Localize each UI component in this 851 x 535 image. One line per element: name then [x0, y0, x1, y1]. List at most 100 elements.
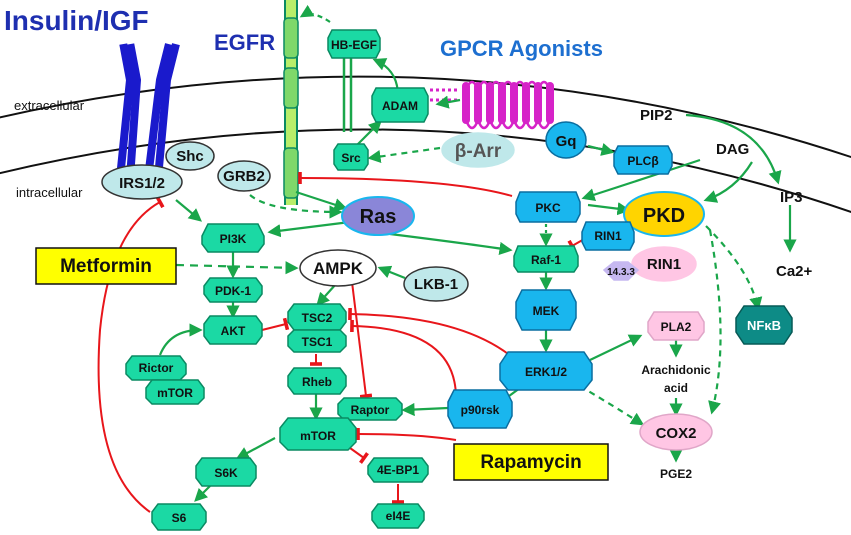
egfr-receptor	[283, 0, 299, 205]
node-ampk: AMPK	[299, 249, 377, 287]
svg-text:RIN1: RIN1	[594, 229, 622, 243]
node-mtor: mTOR	[279, 417, 357, 451]
node-lkb1: LKB-1	[403, 266, 469, 302]
svg-text:Rheb: Rheb	[302, 375, 332, 389]
inhibit-akt-tsc2	[261, 317, 290, 331]
edge-grb2-ras	[249, 194, 343, 219]
svg-text:Rapamycin: Rapamycin	[480, 452, 581, 473]
svg-text:GRB2: GRB2	[223, 168, 265, 185]
edge-gpcr-adam	[435, 95, 461, 109]
edge-irs-pi3k	[175, 199, 203, 222]
intracellular-label: intracellular	[16, 185, 83, 200]
svg-text:Metformin: Metformin	[60, 256, 152, 277]
svg-text:mTOR: mTOR	[157, 386, 193, 400]
svg-text:Shc: Shc	[176, 148, 204, 165]
node-p90rsk: p90rsk	[447, 389, 513, 429]
node-s6k: S6K	[195, 457, 257, 487]
edge-pkd-cox2	[708, 229, 722, 415]
edge-mtor-s6k	[235, 437, 276, 460]
svg-text:AMPK: AMPK	[313, 259, 364, 278]
edge-rictor-akt	[158, 323, 203, 356]
edge-ampk-tsc2	[316, 283, 337, 306]
edge-p90-raptor	[401, 402, 449, 417]
insulin-receptor	[115, 43, 180, 183]
label-dag: DAG	[716, 141, 749, 158]
node-pkc: PKC	[515, 191, 581, 223]
node-rin1-a: RIN1	[581, 221, 635, 251]
node-mek: MEK	[515, 289, 577, 331]
node-eif4e: eI4E	[371, 503, 425, 529]
svg-text:p90rsk: p90rsk	[461, 403, 500, 417]
edge-erk-cox2	[579, 385, 645, 426]
node-akt: AKT	[203, 315, 263, 345]
insulin-title: Insulin/IGF	[4, 5, 149, 36]
svg-text:PDK-1: PDK-1	[215, 284, 251, 298]
node-erk: ERK1/2	[499, 351, 593, 391]
svg-text:AKT: AKT	[221, 324, 246, 338]
svg-text:COX2: COX2	[656, 425, 697, 442]
svg-text:S6K: S6K	[214, 466, 238, 480]
edge-erk-pla2	[589, 334, 643, 361]
node-rin1-b: RIN1	[631, 246, 697, 282]
node-4ebp1: 4E-BP1	[367, 457, 429, 483]
svg-text:LKB-1: LKB-1	[414, 276, 458, 293]
node-plcb: PLCβ	[613, 145, 673, 175]
gpcr-receptor	[430, 80, 554, 130]
node-s6: S6	[151, 503, 207, 531]
svg-text:PKD: PKD	[643, 205, 685, 227]
svg-text:4E-BP1: 4E-BP1	[377, 463, 419, 477]
node-cox2: COX2	[639, 413, 713, 451]
inhibit-s6-irs	[97, 195, 165, 513]
label-ip3: IP3	[780, 189, 803, 206]
svg-text:ADAM: ADAM	[382, 99, 418, 113]
svg-text:IRS1/2: IRS1/2	[119, 175, 165, 192]
svg-text:14.3.3: 14.3.3	[607, 267, 635, 278]
edge-barr-src	[367, 146, 441, 164]
inhibit-pkc-egfr	[298, 171, 513, 197]
node-irs: IRS1/2	[101, 164, 183, 200]
svg-text:ERK1/2: ERK1/2	[525, 365, 567, 379]
edge-pip2-ip3	[685, 113, 782, 185]
node-14-3-3: 14.3.3	[602, 261, 640, 281]
svg-text:PI3K: PI3K	[220, 232, 247, 246]
extracellular-label: extracellular	[14, 98, 85, 113]
svg-text:mTOR: mTOR	[300, 429, 336, 443]
svg-text:NFκB: NFκB	[747, 318, 781, 333]
node-beta-arr: β-Arr	[441, 132, 515, 168]
label-acid: acid	[664, 381, 688, 395]
inner-membrane	[0, 128, 851, 214]
edge-s6k-s6	[194, 485, 211, 502]
edge-egfr-hbegf	[299, 4, 331, 23]
svg-text:Src: Src	[341, 151, 361, 165]
inhibit-erk-tsc2	[348, 307, 521, 365]
svg-text:HB-EGF: HB-EGF	[331, 38, 377, 52]
rapamycin-box: Rapamycin	[453, 443, 609, 481]
metformin-box: Metformin	[35, 247, 177, 285]
svg-text:PKC: PKC	[535, 201, 561, 215]
node-hb-egf: HB-EGF	[327, 29, 381, 59]
svg-text:Raptor: Raptor	[351, 403, 390, 417]
node-rictor: Rictor	[125, 355, 187, 381]
inhibit-mtor-4ebp1	[349, 447, 369, 464]
label-ca: Ca2+	[776, 263, 813, 280]
hb-egf-stalk	[342, 58, 353, 132]
outer-membrane	[0, 75, 851, 159]
node-rheb: Rheb	[287, 367, 347, 395]
svg-text:β-Arr: β-Arr	[455, 141, 502, 162]
inhibit-ampk-raptor	[351, 281, 373, 399]
label-pip2: PIP2	[640, 107, 673, 124]
inhibit-rapamycin-mtor	[356, 427, 457, 441]
edge-lkb1-ampk	[377, 265, 406, 280]
edge-pkd-nfkb	[705, 225, 763, 311]
node-adam: ADAM	[371, 87, 429, 123]
svg-text:Raf-1: Raf-1	[531, 253, 561, 267]
edge-ras-raf	[389, 232, 513, 255]
node-raptor: Raptor	[337, 397, 403, 421]
node-pi3k: PI3K	[201, 223, 265, 253]
node-tsc2: TSC2	[287, 303, 347, 331]
node-grb2: GRB2	[217, 160, 271, 192]
edge-ras-pi3k	[267, 220, 351, 238]
svg-text:Ras: Ras	[360, 206, 397, 228]
node-gq: Gq	[545, 121, 587, 159]
